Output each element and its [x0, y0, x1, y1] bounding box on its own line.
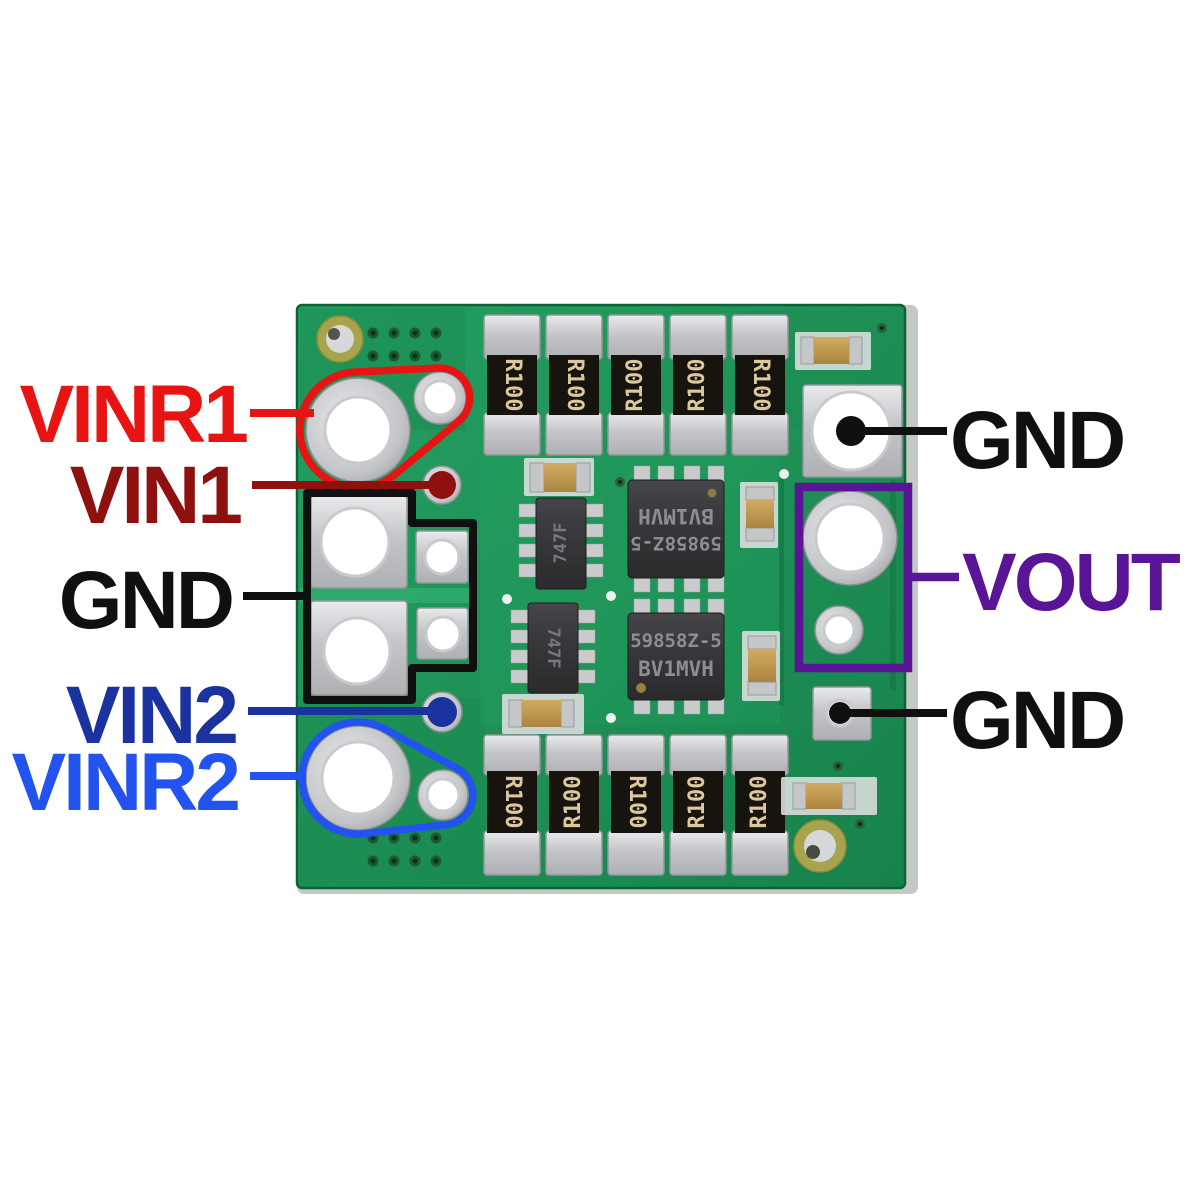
resistor-label: R100: [748, 359, 773, 412]
pin-label-vinr1: VINR1: [19, 369, 249, 460]
resistor-label: R100: [685, 776, 710, 829]
pin1-marker: [707, 488, 717, 498]
capacitor: [781, 777, 877, 815]
single-vias: [615, 323, 887, 829]
chip-marking: 747F: [551, 523, 571, 564]
ic-chip-big-top: 59858Z-5 BV1MVH: [627, 465, 725, 593]
pad-vout-large: [802, 490, 898, 586]
pin-dot-vin1: [428, 471, 456, 499]
ic-chip-small-bottom: 747F: [510, 602, 596, 694]
annotations: [243, 364, 959, 838]
resistor: R100: [669, 314, 727, 456]
net-outline-vinr2: [298, 718, 477, 838]
ic-chip-small-top: 747F: [518, 497, 604, 590]
net-outline-gnd-left: [303, 489, 477, 704]
pin-label-gnd-right-top: GND: [950, 395, 1126, 486]
pad-vinr2-large: [305, 725, 411, 831]
chip-marking: 747F: [543, 628, 563, 669]
pad-gnd-left-group: [310, 495, 469, 696]
resistor: R100: [483, 734, 541, 876]
resistor-row-bottom: R100 R100 R100 R100 R100: [483, 734, 789, 876]
pcb-trace: [300, 588, 475, 603]
pin-label-gnd-right-bottom: GND: [950, 675, 1126, 766]
capacitor: [742, 631, 780, 701]
resistor: R100: [607, 734, 665, 876]
resistor: R100: [731, 314, 789, 456]
resistor-label: R100: [561, 776, 586, 829]
pin-label-vin1: VIN1: [69, 450, 243, 541]
capacitor: [502, 694, 584, 734]
resistor-label: R100: [685, 359, 710, 412]
pcb-trace: [779, 470, 784, 705]
resistor: R100: [483, 314, 541, 456]
pad-vinr2-small: [417, 769, 469, 821]
pad-vinr1-small: [413, 371, 467, 425]
silkscreen-dots: [502, 469, 789, 723]
resistor-label: R100: [562, 359, 587, 412]
resistor: R100: [731, 734, 789, 876]
capacitor: [524, 458, 594, 496]
capacitor: [795, 332, 871, 370]
pin-dot-vin2: [427, 697, 457, 727]
pin-label-vout: VOUT: [962, 537, 1181, 628]
chip-marking-line1: 59858Z-5: [630, 630, 722, 652]
pin-label-vinr2: VINR2: [11, 737, 241, 828]
mounting-hole-bottom-right: [793, 819, 847, 873]
ic-chip-big-bottom: 59858Z-5 BV1MVH: [627, 598, 725, 715]
resistor-row-top: R100 R100 R100 R100 R100: [483, 314, 789, 456]
capacitor: [740, 482, 778, 548]
mounting-hole-top-left: [316, 315, 364, 363]
pad-vinr1-large: [305, 377, 411, 483]
resistor: R100: [669, 734, 727, 876]
pad-vout-small: [814, 605, 864, 655]
via-grid-top: [367, 327, 442, 362]
resistor-label: R100: [500, 359, 525, 412]
resistor: R100: [545, 734, 603, 876]
via-grid-bottom: [367, 832, 442, 867]
chip-marking-line1: 59858Z-5: [630, 532, 722, 554]
resistor: R100: [607, 314, 665, 456]
pin-label-gnd-left: GND: [58, 555, 235, 646]
resistor-label: R100: [500, 776, 525, 829]
resistor-label: R100: [747, 776, 772, 829]
chip-marking-line2: BV1MVH: [638, 657, 714, 681]
resistor: R100: [545, 314, 603, 456]
pin1-marker: [636, 683, 646, 693]
chip-marking-line2: BV1MVH: [638, 504, 714, 528]
resistor-label: R100: [623, 359, 648, 412]
resistor-label: R100: [624, 776, 649, 829]
pcb-trace: [890, 480, 896, 690]
pin-label-vin2: VIN2: [65, 670, 239, 761]
